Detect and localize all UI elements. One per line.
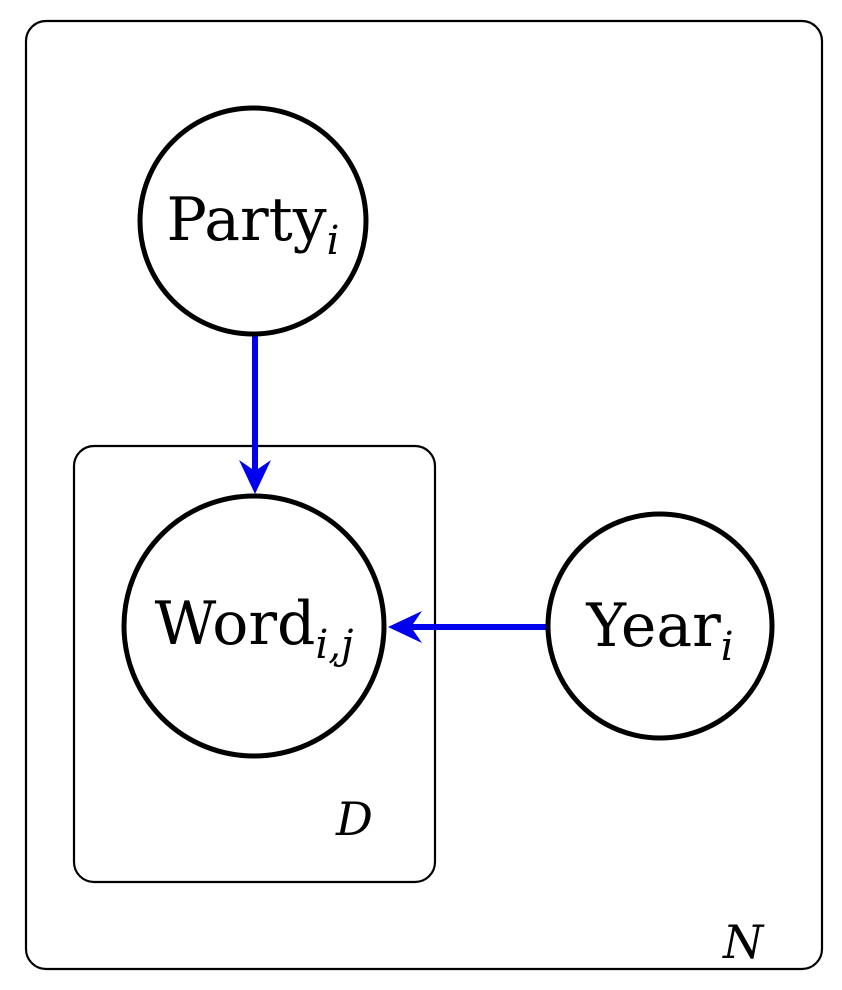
node-party-subscript: i [327,218,340,264]
node-year-circle [545,511,775,741]
node-party-name: Party [167,185,327,255]
node-party-label: Partyi [167,185,340,264]
node-word-label: Wordi,j [155,589,354,668]
edge-party-to-word [239,334,271,494]
edge-year-to-word [388,611,548,643]
node-party-circle [137,105,369,337]
node-year: Yeari [545,511,775,741]
node-party: Partyi [137,105,369,337]
node-word-subscript: i,j [315,622,353,668]
node-year-name: Year [585,591,721,661]
node-year-label: Yeari [585,591,733,670]
node-year-subscript: i [721,624,734,670]
plate-outer: N [24,19,824,971]
node-word: Wordi,j [121,493,387,759]
node-word-name: Word [155,589,316,659]
plate-inner-label: D [335,792,373,846]
plate-outer-label: N [722,915,765,969]
plate-outer-border [24,19,824,971]
edge-party-to-word-arrowhead [239,460,271,494]
node-word-circle [121,493,387,759]
edge-year-to-word-arrowhead [388,611,422,643]
